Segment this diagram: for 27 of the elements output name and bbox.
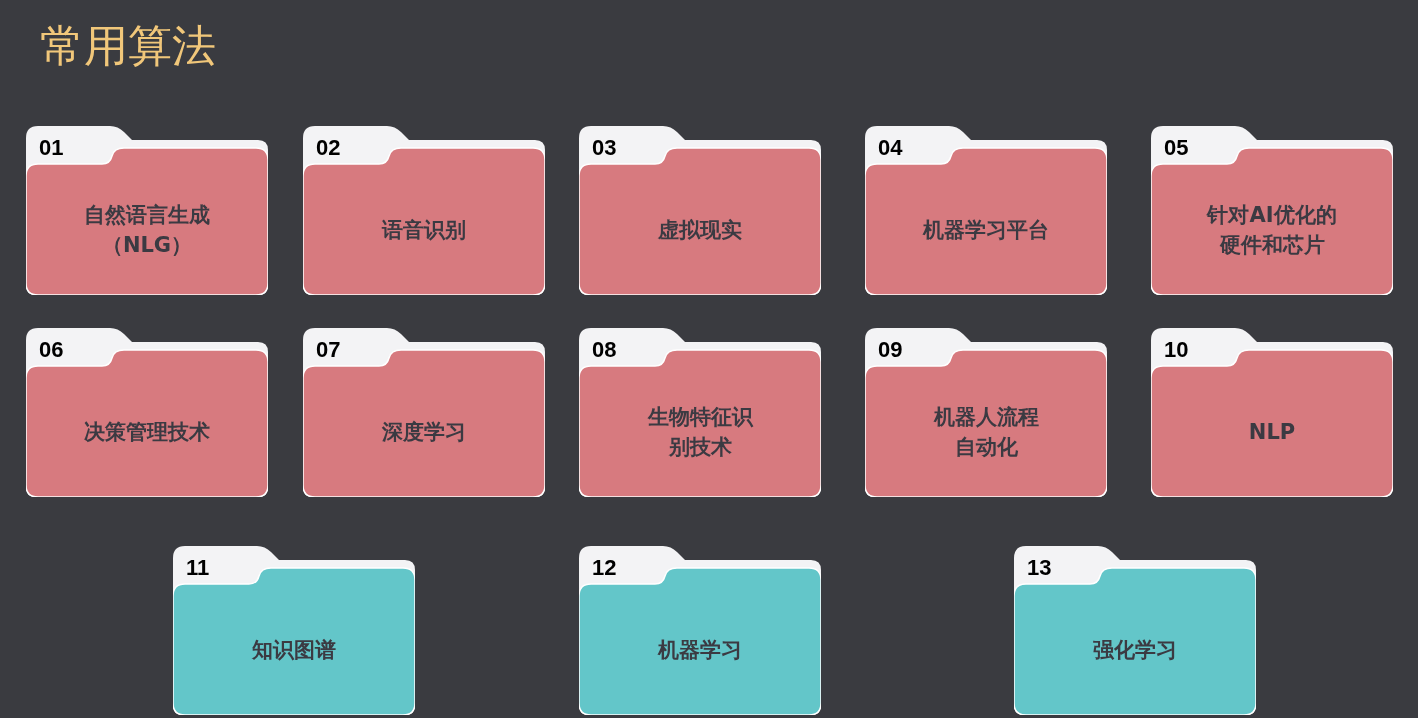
folder-number: 12	[592, 557, 617, 579]
folder-label: 强化学习	[1093, 636, 1177, 664]
folder-label: 机器学习平台	[923, 216, 1049, 244]
folder-label: 生物特征识别技术	[646, 403, 754, 461]
folder-label: 自然语言生成（NLG）	[83, 201, 211, 259]
folder-number: 06	[39, 339, 64, 361]
folder-label: 机器人流程自动化	[932, 403, 1040, 461]
folder-number: 09	[878, 339, 903, 361]
folder-number: 01	[39, 137, 64, 159]
folder-number: 10	[1164, 339, 1189, 361]
folder-label: 知识图谱	[252, 636, 336, 664]
folder-label: 决策管理技术	[84, 418, 210, 446]
folder-label: 深度学习	[382, 418, 466, 446]
folder-label: 机器学习	[658, 636, 742, 664]
folder-number: 11	[186, 557, 210, 579]
folder-number: 03	[592, 137, 617, 159]
folder-label: 虚拟现实	[658, 216, 742, 244]
folder-label: 针对AI优化的硬件和芯片	[1205, 201, 1338, 259]
folder-number: 02	[316, 137, 341, 159]
folder-number: 05	[1164, 137, 1189, 159]
folder-label: 语音识别	[382, 216, 466, 244]
folder-number: 13	[1027, 557, 1052, 579]
folder-number: 07	[316, 339, 341, 361]
title: 常用算法	[40, 19, 216, 73]
folder-number: 04	[878, 137, 903, 159]
folder-label: NLP	[1248, 418, 1296, 446]
folder-number: 08	[592, 339, 617, 361]
